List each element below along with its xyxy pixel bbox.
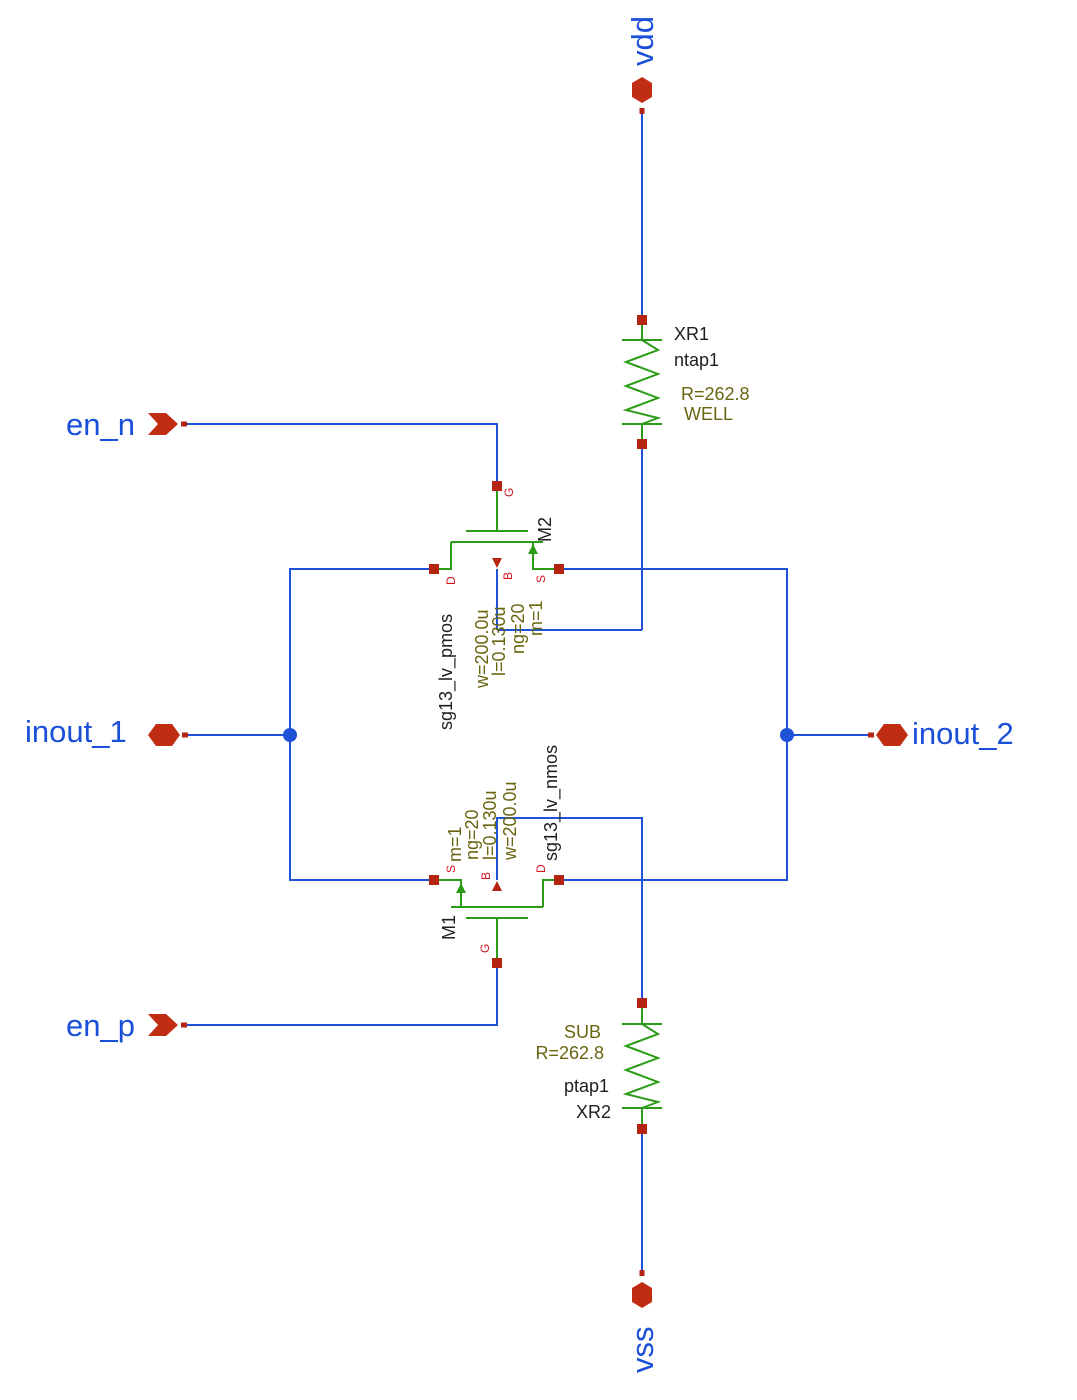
- m2-body-arrow-icon: [492, 558, 502, 568]
- port-inout-2-label: inout_2: [912, 716, 1014, 751]
- resistor-xr1[interactable]: XR1 ntap1 R=262.8 WELL: [622, 315, 750, 449]
- m2-param-ng: ng=20: [508, 603, 528, 654]
- port-vss-icon: [632, 1282, 652, 1308]
- wire-right-rail: [559, 568, 788, 881]
- m2-pin-b-label: B: [501, 572, 515, 580]
- m2-pin-g: [492, 481, 502, 491]
- wire-left-rail: [289, 568, 434, 881]
- port-inout-1-pin: [182, 732, 188, 738]
- m1-pin-s: [429, 875, 439, 885]
- port-vdd-icon: [632, 77, 652, 103]
- m2-param-l: l=0.130u: [489, 606, 509, 676]
- m2-name: M2: [535, 517, 555, 542]
- wire-en-p: [185, 963, 498, 1026]
- m2-pin-d: [429, 564, 439, 574]
- xr2-param-type: SUB: [564, 1022, 601, 1042]
- xr2-zigzag: [622, 1023, 662, 1109]
- m1-model: sg13_lv_nmos: [541, 745, 562, 861]
- m1-param-l: l=0.130u: [480, 790, 500, 860]
- port-en-p-icon: [148, 1014, 178, 1036]
- xr2-pin-bottom: [637, 1124, 647, 1134]
- m1-name: M1: [439, 915, 459, 940]
- transistor-m2[interactable]: G D B S M2 sg13_lv_pmos w=200.0u l=0.130…: [429, 481, 564, 730]
- port-vss-pin: [639, 1270, 645, 1276]
- xr2-name: XR2: [576, 1102, 611, 1122]
- m2-pin-s-label: S: [534, 575, 548, 583]
- xr2-model: ptap1: [564, 1076, 609, 1096]
- xr1-name: XR1: [674, 324, 709, 344]
- m1-pin-s-label: S: [444, 865, 458, 873]
- xr1-model: ntap1: [674, 350, 719, 370]
- resistor-xr2[interactable]: SUB R=262.8 ptap1 XR2: [535, 998, 662, 1134]
- xr1-zigzag: [622, 339, 662, 425]
- m1-pin-d-label: D: [534, 864, 548, 873]
- port-en-p-pin: [181, 1022, 187, 1028]
- port-en-n[interactable]: en_n: [66, 407, 187, 442]
- xr1-param-type: WELL: [684, 404, 733, 424]
- xr2-param-r: R=262.8: [535, 1043, 604, 1063]
- m1-pin-b-label: B: [479, 872, 493, 880]
- port-en-n-pin: [181, 421, 187, 427]
- wire-m1-body: [496, 817, 643, 1003]
- m1-param-ng: ng=20: [462, 809, 482, 860]
- port-inout-2-pin: [868, 732, 874, 738]
- port-en-n-label: en_n: [66, 407, 135, 442]
- m2-pin-s: [554, 564, 564, 574]
- m1-pin-g-label: G: [478, 944, 492, 953]
- transistor-m1[interactable]: S B D G M1 sg13_lv_nmos m=1 ng=20 l=0.13…: [429, 745, 564, 968]
- xr1-pin-bottom: [637, 439, 647, 449]
- wire-en-n: [185, 423, 498, 486]
- port-inout-1[interactable]: inout_1: [25, 714, 188, 749]
- port-en-n-icon: [148, 413, 178, 435]
- m2-param-m: m=1: [526, 600, 546, 636]
- m2-model: sg13_lv_pmos: [436, 614, 457, 730]
- port-en-p-label: en_p: [66, 1008, 135, 1043]
- port-inout-2[interactable]: inout_2: [868, 716, 1014, 751]
- port-en-p[interactable]: en_p: [66, 1008, 187, 1043]
- port-inout-1-label: inout_1: [25, 714, 127, 749]
- xr1-pin-top: [637, 315, 647, 325]
- m2-param-w: w=200.0u: [472, 609, 492, 689]
- m2-source-arrow-icon: [528, 544, 538, 554]
- port-vss[interactable]: vss: [625, 1270, 660, 1373]
- m1-param-m: m=1: [445, 826, 465, 862]
- m1-drain-lead: [542, 879, 559, 907]
- m2-pin-g-label: G: [502, 488, 516, 497]
- port-vdd-label: vdd: [625, 16, 660, 66]
- port-inout-1-icon: [148, 724, 180, 746]
- xr2-pin-top: [637, 998, 647, 1008]
- m1-source-lead: [434, 879, 462, 907]
- xr1-param-r: R=262.8: [681, 384, 750, 404]
- m1-source-arrow-icon: [456, 883, 466, 893]
- m1-pin-g: [492, 958, 502, 968]
- port-vss-label: vss: [625, 1327, 660, 1374]
- wires: [185, 112, 873, 1273]
- m2-pin-d-label: D: [444, 576, 458, 585]
- junction-dot-left: [283, 728, 297, 742]
- m1-body-arrow-icon: [492, 881, 502, 891]
- junction-dot-right: [780, 728, 794, 742]
- port-vdd[interactable]: vdd: [625, 16, 660, 114]
- port-vdd-pin: [639, 108, 645, 114]
- m2-drain-lead: [434, 542, 452, 570]
- port-inout-2-icon: [876, 724, 908, 746]
- m1-param-w: w=200.0u: [500, 781, 520, 861]
- m1-pin-d: [554, 875, 564, 885]
